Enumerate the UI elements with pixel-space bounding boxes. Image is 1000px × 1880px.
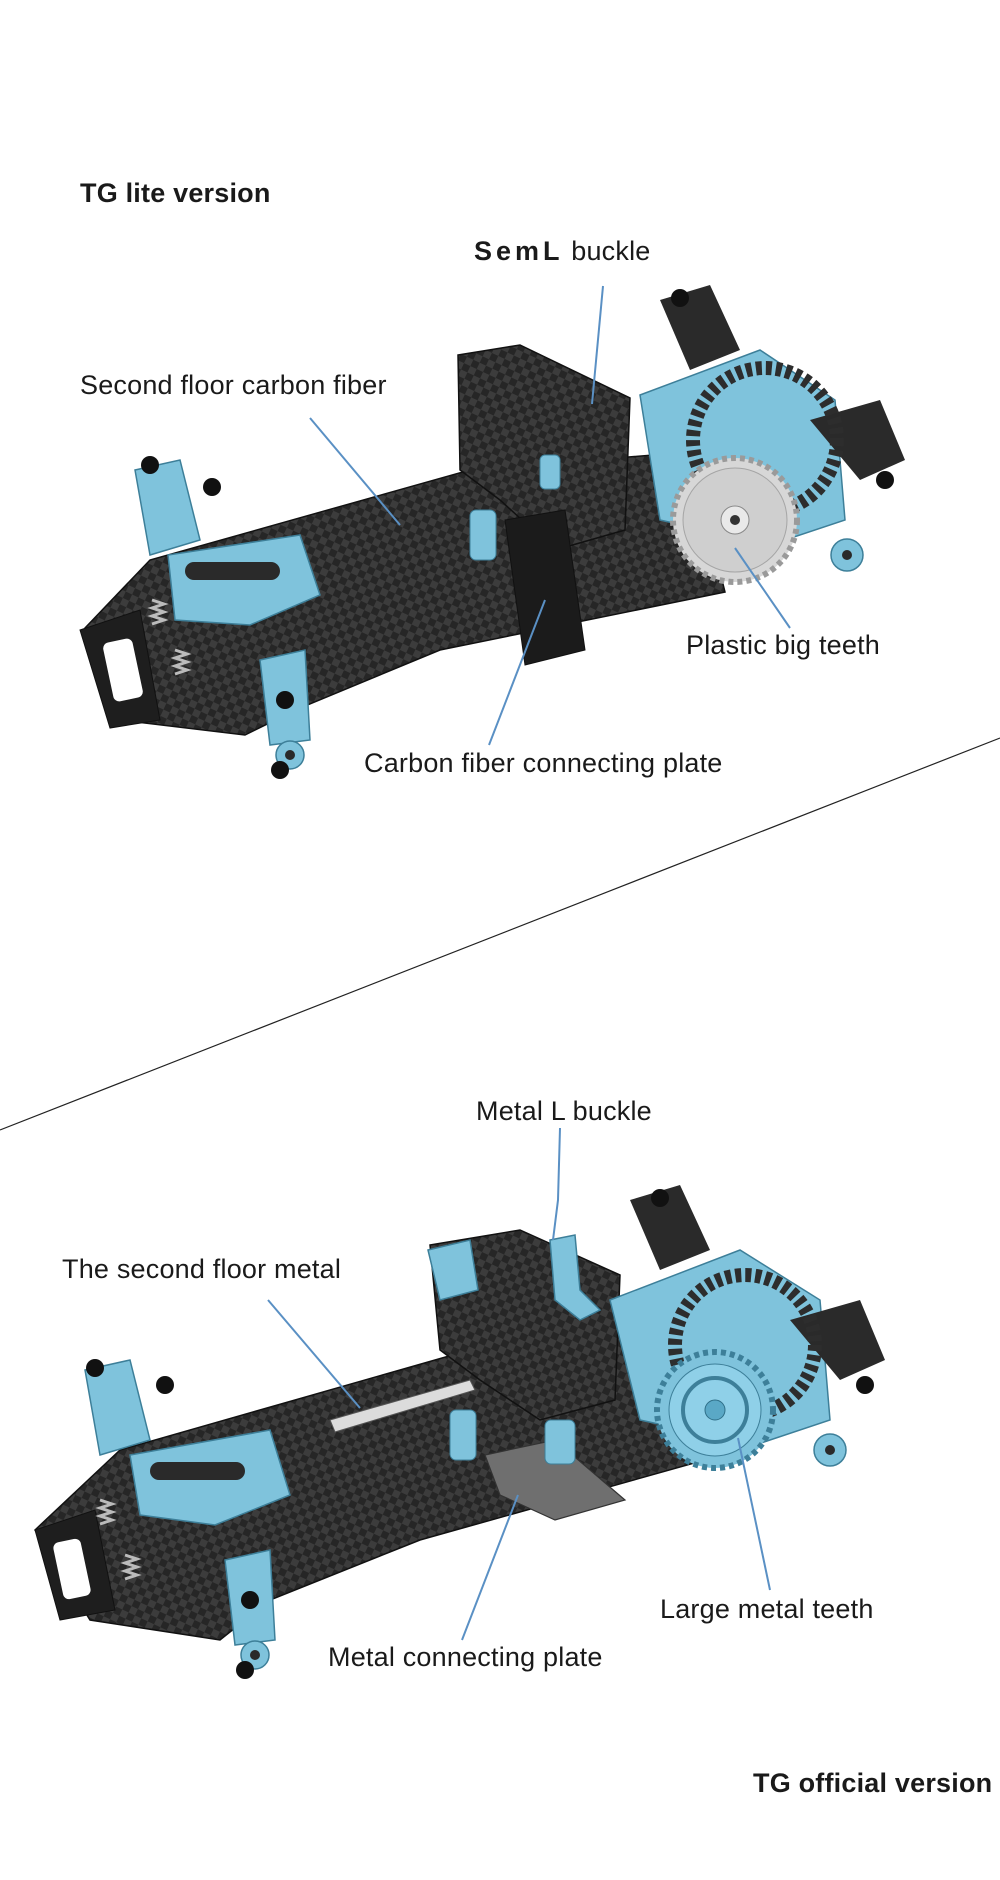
lite-plastic-gear [670, 455, 800, 585]
lite-version-title: TG lite version [80, 178, 271, 208]
official-metal-l-buckle [549, 1234, 602, 1321]
lite-connecting-plate [504, 509, 586, 666]
official-connecting-plate [484, 1439, 627, 1521]
lite-l-buckle-leader [591, 285, 604, 405]
lite-second-floor-leader [309, 417, 401, 526]
lite-l-buckle-prefix: SemL [474, 236, 564, 266]
official-chassis [34, 1185, 885, 1679]
official-connecting-plate-leader [461, 1494, 519, 1641]
lite-l-buckle-suffix: buckle [571, 236, 651, 266]
lite-connecting-plate-label: Carbon fiber connecting plate [364, 748, 723, 778]
official-second-floor-metal [329, 1379, 476, 1433]
official-l-buckle-leader [552, 1127, 561, 1241]
lite-chassis [79, 285, 905, 779]
lite-big-teeth-label: Plastic big teeth [686, 630, 881, 660]
official-connecting-plate-label: Metal connecting plate [328, 1642, 603, 1672]
lite-big-teeth-leader [734, 547, 791, 629]
lite-connecting-plate-leader [488, 599, 546, 746]
official-big-teeth-leader [737, 1437, 771, 1591]
official-version-title: TG official version [753, 1768, 993, 1798]
section-divider-line [0, 737, 1000, 1131]
official-second-floor-leader [267, 1299, 361, 1409]
official-metal-gear [654, 1349, 776, 1471]
official-big-teeth-label: Large metal teeth [660, 1594, 874, 1624]
lite-l-buckle-label: SemL buckle [474, 236, 650, 267]
lite-second-floor-label: Second floor carbon fiber [80, 370, 387, 400]
official-second-floor-label: The second floor metal [62, 1254, 342, 1284]
official-l-buckle-label: Metal L buckle [476, 1096, 652, 1126]
lite-upper-plate [457, 344, 631, 551]
